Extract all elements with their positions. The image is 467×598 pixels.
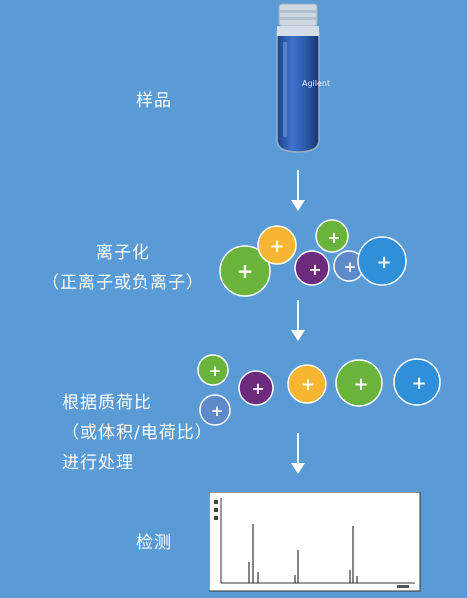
ionization-line2: （正离子或负离子） <box>42 273 204 293</box>
plus-icon: + <box>411 373 426 394</box>
separation-line3: 进行处理 <box>62 453 134 473</box>
ion-blue-large: + <box>357 236 407 286</box>
plus-icon: + <box>344 258 357 276</box>
plus-icon: + <box>376 252 391 273</box>
separation-line1: 根据质荷比 <box>62 393 152 413</box>
plus-icon: + <box>251 379 264 398</box>
ion-yellow: + <box>257 225 297 265</box>
ion-blue-large: + <box>393 358 441 406</box>
plus-icon: + <box>211 402 224 420</box>
plus-icon: + <box>353 374 368 395</box>
plus-icon: + <box>308 260 321 279</box>
sample-text: 样品 <box>136 91 172 111</box>
mass-spectrum <box>209 492 421 592</box>
ion-light-blue: + <box>333 250 365 282</box>
ion-yellow: + <box>287 364 327 404</box>
arrow-down-icon <box>291 300 305 342</box>
spectrum-axis-marks <box>214 500 218 520</box>
detection-text: 检测 <box>136 533 172 553</box>
plus-icon: + <box>269 236 284 257</box>
stage-ionization-label: 离子化 （正离子或负离子） <box>28 238 218 298</box>
ion-green-small: + <box>315 219 349 253</box>
plus-icon: + <box>301 375 315 395</box>
separation-line2: （或体积/电荷比） <box>62 423 213 443</box>
stage-sample-label: 样品 <box>136 86 172 116</box>
plus-icon: + <box>209 362 222 380</box>
ion-light-blue: + <box>199 394 231 426</box>
ion-cluster: + + + + + + <box>219 219 407 297</box>
sample-vial: Agilent <box>276 3 330 153</box>
plus-icon: + <box>327 228 340 247</box>
plus-icon: + <box>237 259 254 283</box>
ion-green-small: + <box>197 354 229 386</box>
spectrum-peaks <box>248 524 358 583</box>
ionization-line1: 离子化 <box>96 243 150 263</box>
vial-cap <box>278 3 318 27</box>
ion-purple: + <box>238 370 274 406</box>
separated-ions: + + + + + + <box>197 354 441 426</box>
vial-brand: Agilent <box>302 79 330 88</box>
ion-purple: + <box>294 250 330 286</box>
ion-green-large: + <box>219 245 271 297</box>
ion-green-large: + <box>335 359 383 407</box>
arrow-down-icon <box>291 170 305 212</box>
stage-separation-label: 根据质荷比 （或体积/电荷比） 进行处理 <box>62 388 213 478</box>
arrow-down-icon <box>291 433 305 475</box>
vial-body <box>276 31 320 153</box>
stage-detection-label: 检测 <box>136 528 172 558</box>
